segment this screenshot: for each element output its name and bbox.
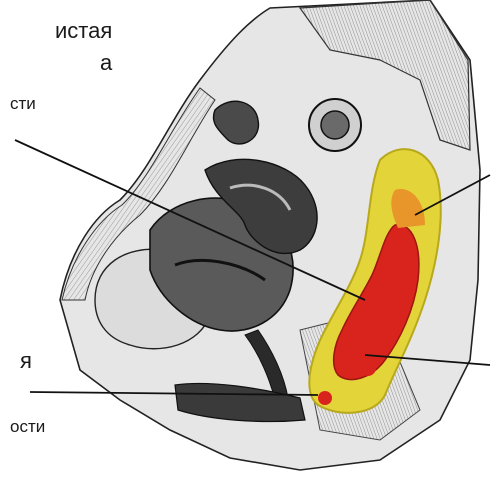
anal-dot-1 (360, 360, 376, 376)
anal-dot-2 (318, 391, 332, 405)
label-bottom-line1: я (20, 350, 32, 372)
label-top-line3: сти (10, 95, 36, 112)
label-top-line1: истая (55, 20, 112, 42)
intestine-loop-2-inner (321, 111, 349, 139)
label-bottom-line2: ости (10, 418, 45, 435)
label-top-line2: а (100, 52, 112, 74)
